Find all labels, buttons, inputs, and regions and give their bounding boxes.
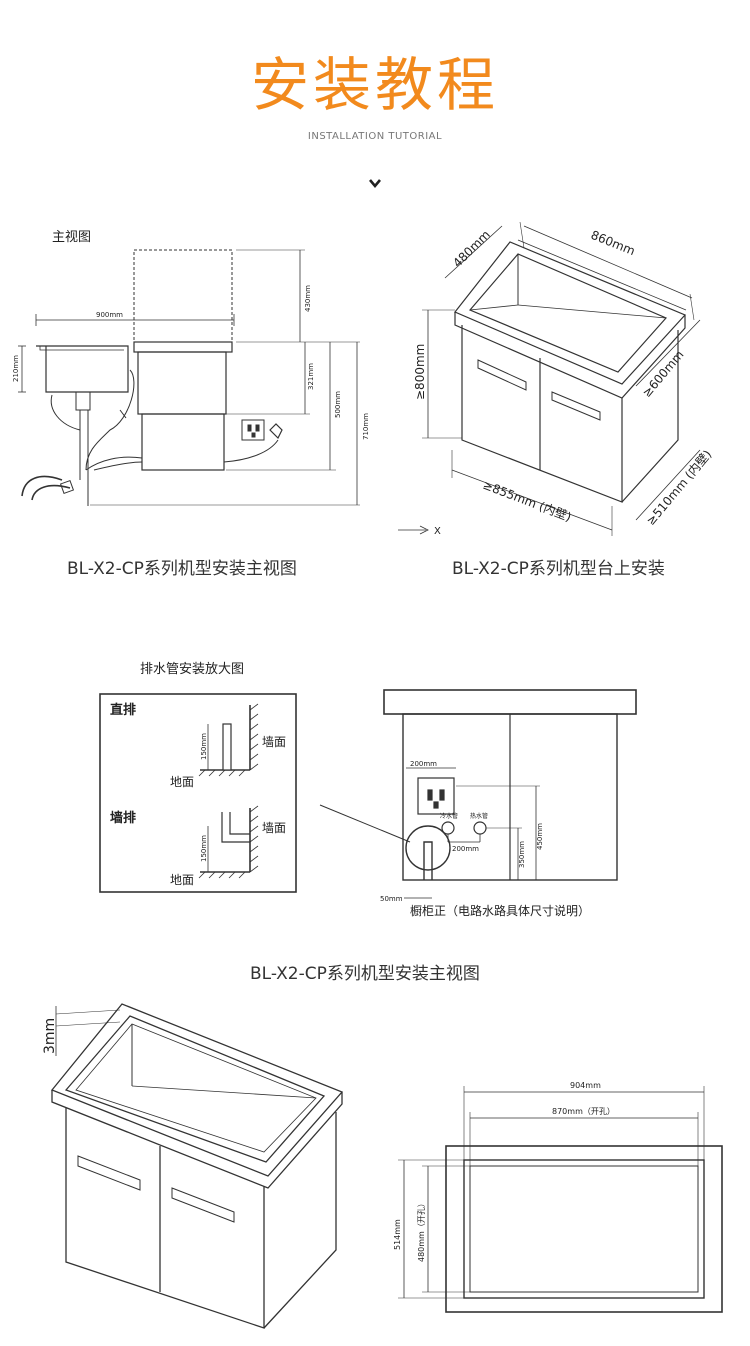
countertop-iso-drawing: 860mm 480mm ≥800mm ≥600mm ≥855mm (内壁) ≥5… xyxy=(398,221,715,537)
dim-430: 430mm xyxy=(304,285,312,312)
countertop-caption: BL-X2-CP系列机型台上安装 xyxy=(452,559,665,579)
floor-label-1: 地面 xyxy=(170,775,194,789)
straight-drain-label: 直排 xyxy=(110,702,136,718)
dim-200-bottom: 200mm xyxy=(452,845,479,853)
dim-710: 710mm xyxy=(362,413,370,440)
dim-200-top: 200mm xyxy=(410,760,437,768)
dim-150-wall: 150mm xyxy=(200,835,208,862)
dim-480: 480mm xyxy=(450,227,493,270)
page-title: 安装教程 xyxy=(250,51,499,119)
front-view-drawing: 主视图 900mm 210mm 430mm 321mm 500mm 710mm xyxy=(12,230,370,506)
wall-label-2: 墙面 xyxy=(262,821,286,835)
cabinet-front-drawing: 200mm 冷水管 热水管 200mm 350mm 450mm 50mm 橱柜正… xyxy=(380,689,637,918)
dim-480-cut: 480mm（开孔） xyxy=(417,1199,426,1262)
dim-510: ≥510mm (内壁) xyxy=(643,447,715,528)
cabinet-note: 橱柜正（电路水路具体尺寸说明） xyxy=(410,903,590,918)
axis-x-label: X xyxy=(434,526,441,537)
dim-855: ≥855mm (内壁) xyxy=(481,477,574,525)
dim-321: 321mm xyxy=(307,363,315,390)
dim-450: 450mm xyxy=(536,823,544,850)
dim-904: 904mm xyxy=(570,1081,601,1090)
second-caption: BL-X2-CP系列机型安装主视图 xyxy=(250,964,480,984)
front-view-label: 主视图 xyxy=(52,230,91,245)
floor-label-2: 地面 xyxy=(170,873,194,887)
dim-514: 514mm xyxy=(393,1219,402,1250)
dim-50: 50mm xyxy=(380,895,403,903)
dim-800: ≥800mm xyxy=(413,344,427,400)
dim-900: 900mm xyxy=(96,311,123,319)
dim-150-straight: 150mm xyxy=(200,733,208,760)
drain-detail-drawing: 排水管安装放大图 直排 墙排 150mm 墙面 地面 150mm 墙面 地面 xyxy=(99,662,411,893)
wall-label-1: 墙面 xyxy=(262,735,286,749)
cold-pipe-label: 冷水管 xyxy=(440,812,458,820)
drain-detail-label: 排水管安装放大图 xyxy=(140,662,244,677)
hot-pipe-label: 热水管 xyxy=(470,812,488,820)
dim-210: 210mm xyxy=(12,355,20,382)
wall-drain-label: 墙排 xyxy=(110,810,136,826)
bottom-iso-drawing: 3mm xyxy=(42,1003,344,1329)
dim-350: 350mm xyxy=(518,841,526,868)
page-subtitle: INSTALLATION TUTORIAL xyxy=(307,131,443,142)
chevron-down-icon xyxy=(369,179,381,189)
dim-3: 3mm xyxy=(42,1018,58,1054)
cutout-plan-drawing: 904mm 870mm（开孔） 514mm 480mm（开孔） xyxy=(393,1081,723,1313)
front-view-caption: BL-X2-CP系列机型安装主视图 xyxy=(67,559,297,579)
dim-500: 500mm xyxy=(334,391,342,418)
dim-870: 870mm（开孔） xyxy=(552,1107,615,1116)
dim-600: ≥600mm xyxy=(640,348,687,400)
dim-860: 860mm xyxy=(589,228,637,258)
